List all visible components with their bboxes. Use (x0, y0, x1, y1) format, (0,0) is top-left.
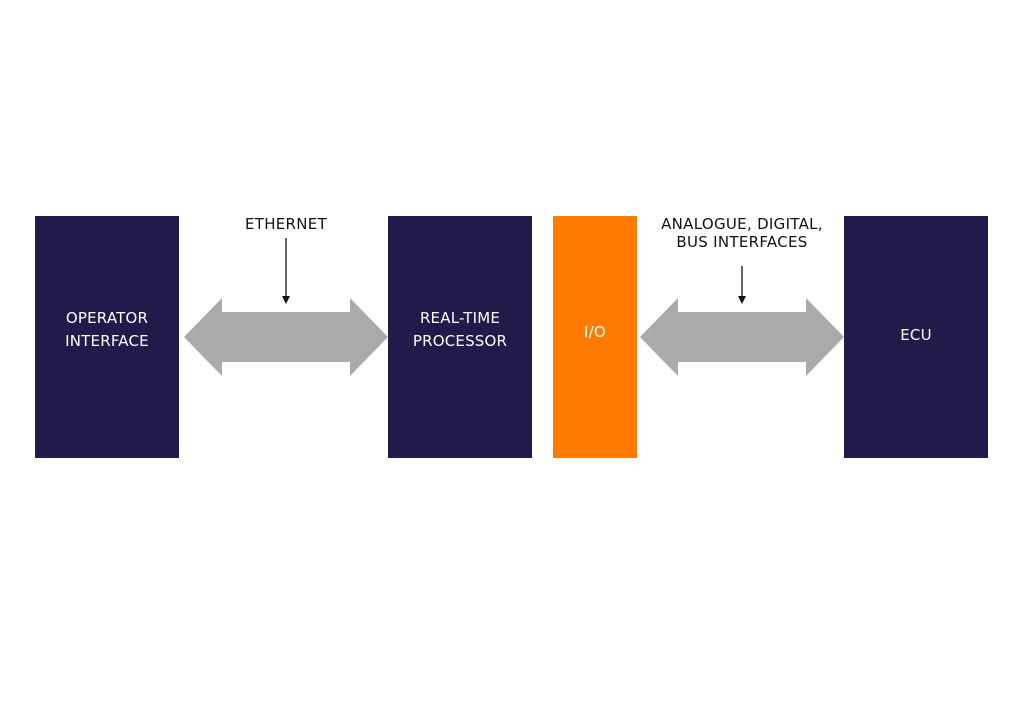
bus-interfaces-label: ANALOGUE, DIGITAL, BUS INTERFACES (661, 215, 823, 251)
operator-interface-label: OPERATOR INTERFACE (65, 309, 149, 350)
io-block: I/O (553, 216, 637, 458)
io-label: I/O (584, 322, 606, 341)
bus-interfaces-double-arrow (640, 298, 844, 376)
bus-pointer-arrow (738, 266, 746, 304)
operator-interface-block: OPERATOR INTERFACE (35, 216, 179, 458)
real-time-processor-label: REAL-TIME PROCESSOR (412, 309, 508, 350)
ethernet-label: ETHERNET (244, 215, 328, 233)
ethernet-double-arrow (184, 298, 388, 376)
ethernet-pointer-arrow (282, 238, 290, 304)
ecu-label: ECU (900, 325, 932, 344)
real-time-processor-block: REAL-TIME PROCESSOR (388, 216, 532, 458)
ecu-block: ECU (844, 216, 988, 458)
